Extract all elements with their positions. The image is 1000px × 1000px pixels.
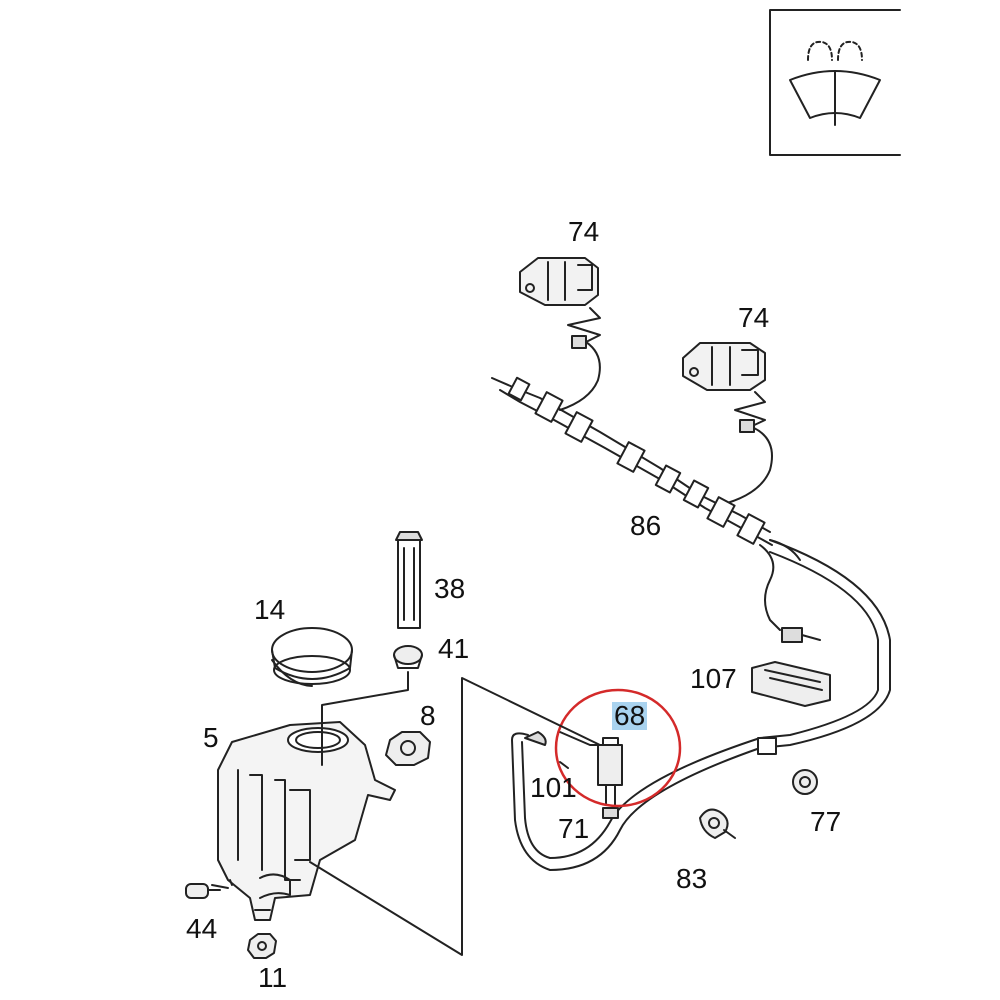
fluid-reservoir-5 [211,721,396,921]
grommet-41 [393,645,423,669]
callout-38: 38 [434,573,466,604]
callout-74-right: 74 [738,302,770,333]
callout-44: 44 [186,913,218,944]
part-107 [751,661,831,707]
nut-11 [247,933,277,959]
callout-68-highlighted: 68 [612,700,648,731]
cap-14 [271,627,353,687]
part-77 [792,769,818,795]
leader-line-41 [321,671,409,766]
leader-bracket [309,677,601,956]
highlight-circle [554,688,682,808]
callout-11: 11 [258,962,288,993]
connector-74-right [682,342,773,506]
callout-107: 107 [690,663,737,694]
windscreen-washer-icon [769,9,901,156]
nozzle-bar-86 [491,376,801,561]
callout-71: 71 [558,813,590,844]
part-83-clamp [699,808,736,839]
washer-pump-68 [524,731,623,819]
nut-8 [385,731,431,766]
part-44 [185,883,221,899]
level-sensor-38 [395,531,423,629]
callout-14: 14 [254,594,286,625]
callout-77: 77 [810,806,842,837]
callout-101: 101 [530,772,577,803]
callout-5: 5 [203,722,219,753]
callout-86: 86 [630,510,662,541]
callout-74-top: 74 [568,216,600,247]
connector-74-top [519,257,601,411]
callout-83: 83 [676,863,708,894]
callout-8: 8 [420,700,436,731]
wiring-harness [759,544,821,643]
callout-41: 41 [438,633,470,664]
